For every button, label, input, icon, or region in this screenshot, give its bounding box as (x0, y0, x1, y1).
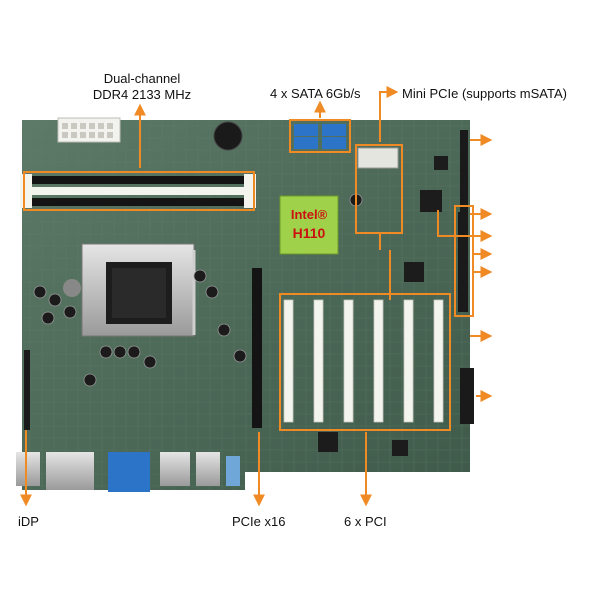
idp-label: iDP (18, 514, 39, 529)
sata-callout-box (289, 119, 351, 153)
ddr4-callout-box (23, 171, 255, 211)
pcb (22, 120, 470, 490)
callout-arrows (20, 86, 493, 507)
ic-chips (318, 156, 448, 456)
ddr4-label-line1: Dual-channel (103, 71, 181, 86)
sata-ports (294, 124, 346, 149)
ddr4-label-line2: DDR4 2133 MHz (92, 87, 192, 102)
sata-label: 4 x SATA 6Gb/s (270, 86, 361, 101)
mini-pcie-slot (357, 147, 399, 169)
capacitors (33, 193, 363, 387)
chipset-model: H110 (293, 225, 326, 241)
pcie-x16-slot-graphic (252, 268, 262, 428)
side-headers (24, 130, 474, 430)
cmos-battery (213, 121, 243, 151)
pci-callout-box (279, 293, 451, 431)
rear-io (16, 452, 240, 492)
ddr4-label: Dual-channel DDR4 2133 MHz (82, 71, 202, 103)
minipcie-label: Mini PCIe (supports mSATA) (402, 86, 567, 101)
header-callout-box (454, 205, 474, 317)
pci-label: 6 x PCI (344, 514, 387, 529)
pcie-label: PCIe x16 (232, 514, 286, 529)
callout-boxes (23, 119, 474, 431)
chipset-brand: Intel® (291, 207, 328, 222)
atx-power-connector (57, 117, 121, 143)
chipset-h110: Intel® H110 (279, 195, 339, 255)
right-edge-arrows (470, 134, 493, 402)
cpu-socket (63, 243, 196, 337)
pci-slots (283, 299, 444, 423)
minipcie-arrow (379, 86, 399, 142)
